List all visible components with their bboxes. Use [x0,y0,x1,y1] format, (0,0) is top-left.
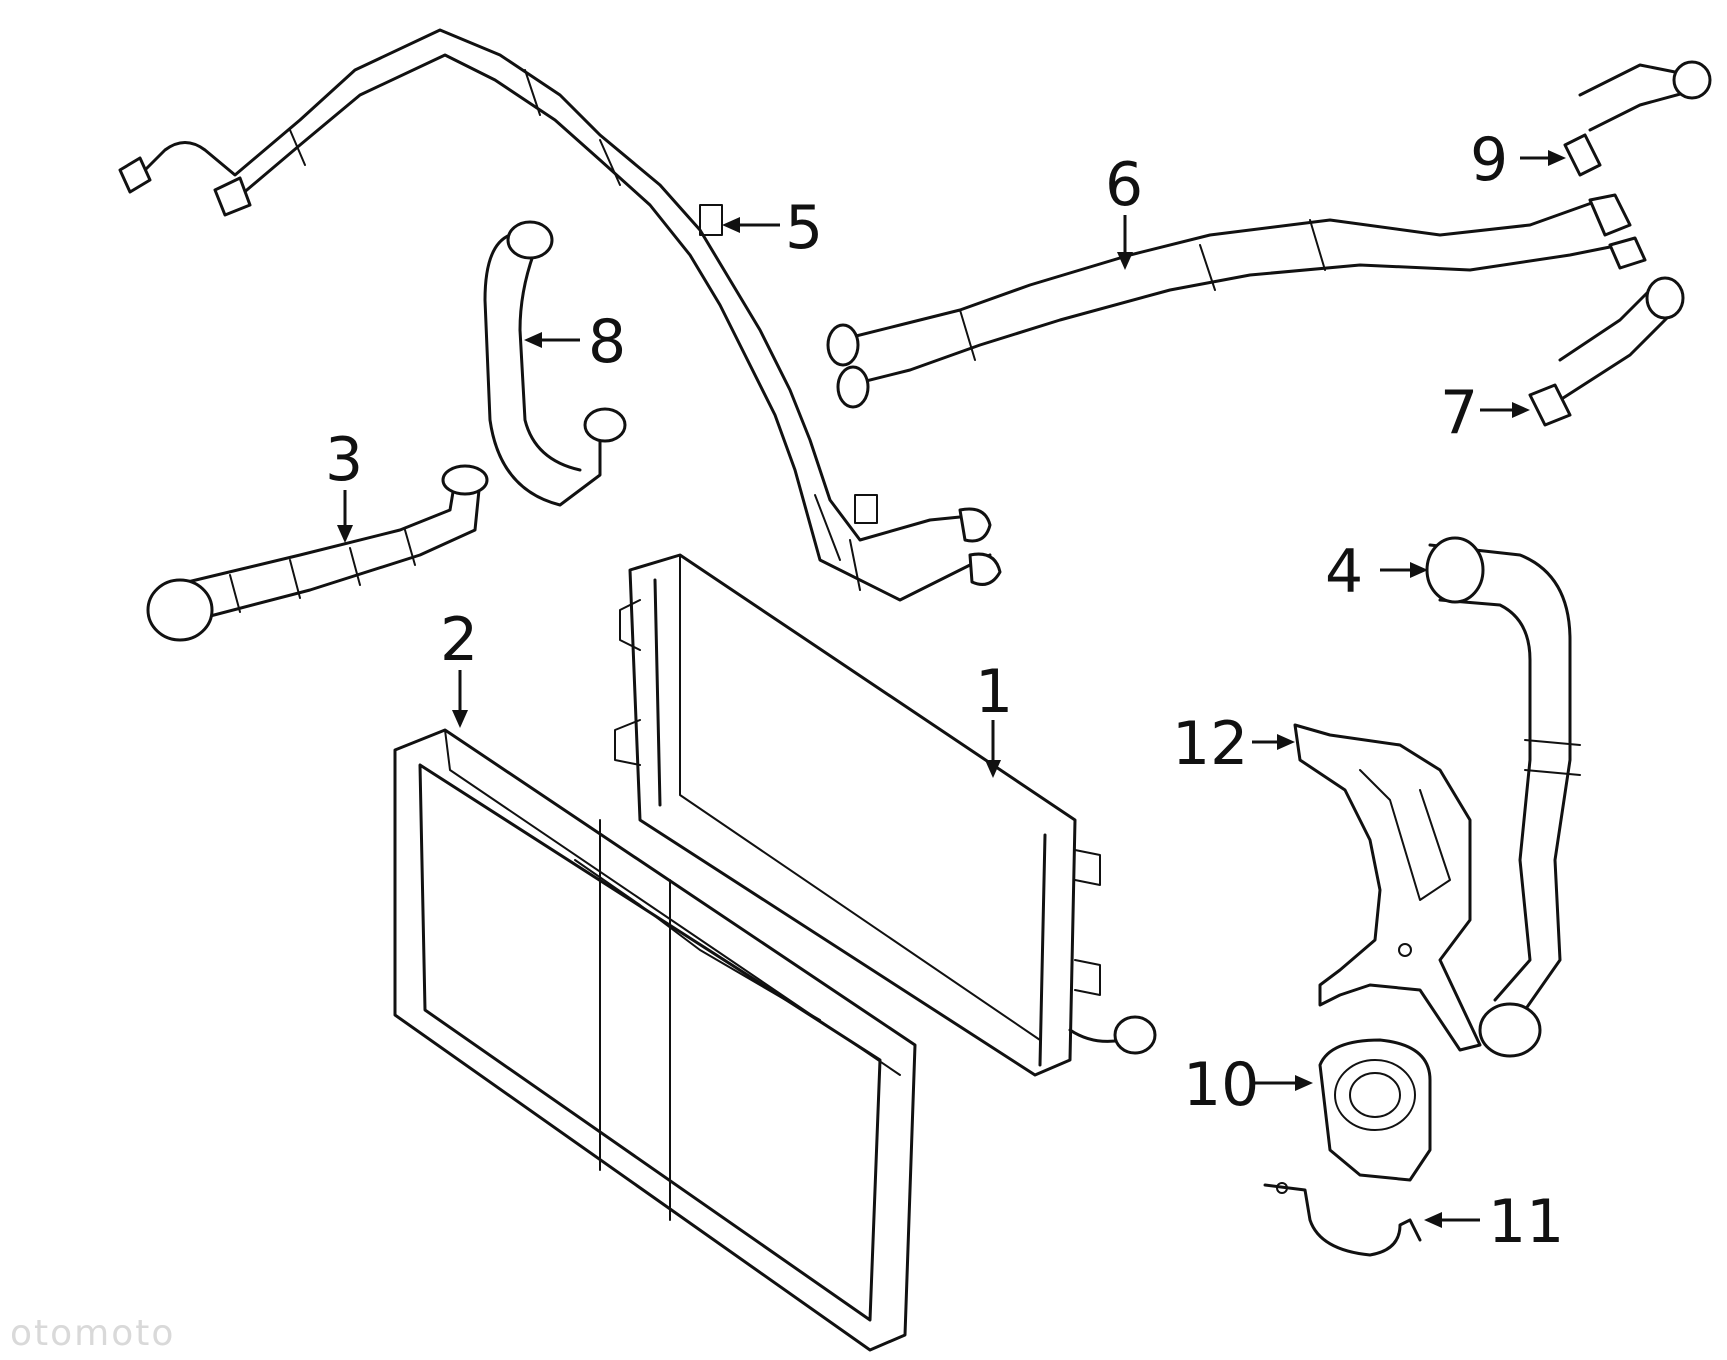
part-11-clamp [1263,1182,1422,1257]
callout-label-7: 7 [1440,378,1478,448]
part-3-hose [146,464,489,642]
part-5-coolant-pipe [118,28,1002,602]
callout-label-6: 6 [1105,150,1143,220]
callout-label-11: 11 [1488,1187,1564,1257]
callout-label-9: 9 [1470,125,1508,195]
callout-label-12: 12 [1172,709,1248,779]
callout-label-4: 4 [1325,537,1363,607]
callout-label-8: 8 [588,307,626,377]
part-6-twin-pipe [826,193,1647,409]
watermark: otomoto [10,1313,175,1354]
callout-label-10: 10 [1183,1050,1259,1120]
part-10-pump [1318,1038,1432,1182]
part-9-small-hose [1563,60,1712,177]
part-1-radiator [614,553,1157,1077]
part-7-small-hose [1528,276,1685,427]
part-12-bracket [1293,723,1482,1052]
callout-label-3: 3 [325,425,363,495]
callout-label-5: 5 [785,193,823,263]
callouts: 1 2 3 4 5 6 7 8 9 10 [325,125,1566,1257]
part-8-curved-hose [483,220,627,507]
part-2-fan-shroud [393,728,917,1352]
callout-label-2: 2 [440,605,478,675]
callout-label-1: 1 [975,657,1013,727]
